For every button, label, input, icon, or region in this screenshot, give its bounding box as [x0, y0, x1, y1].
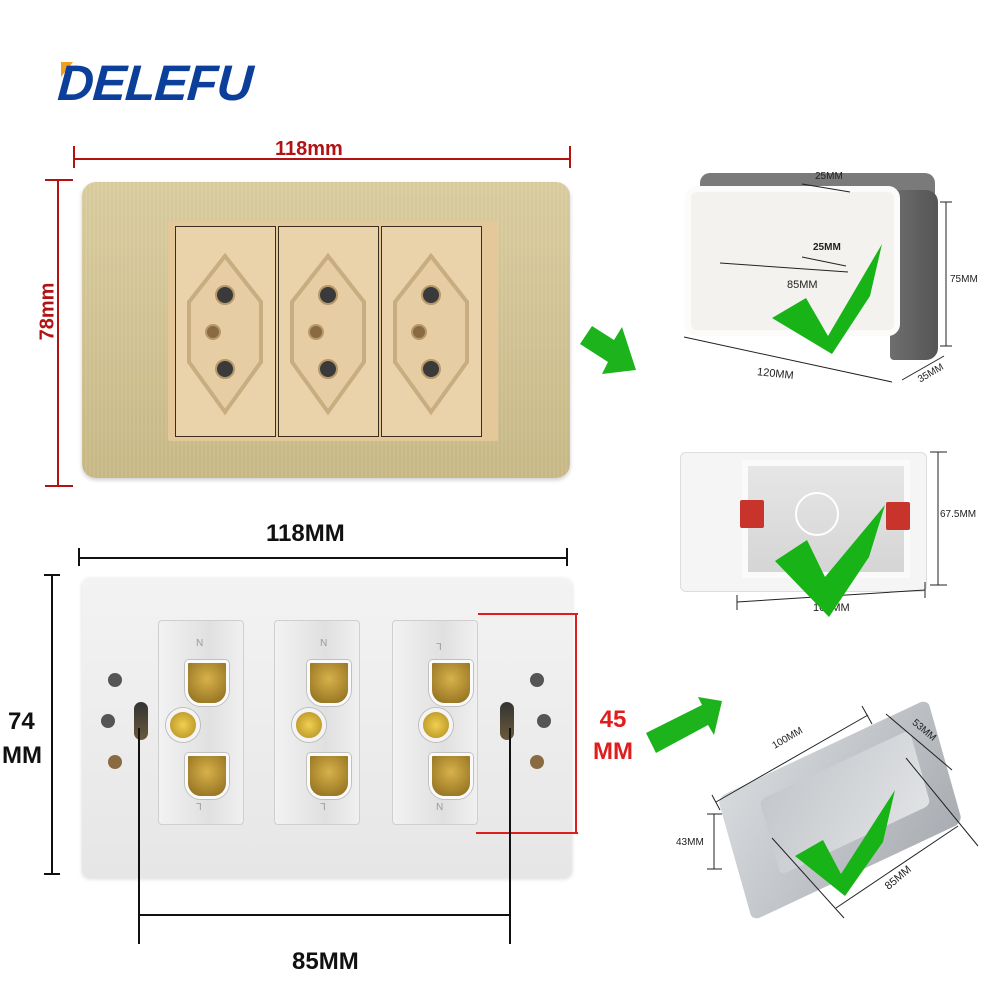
box1-height-label: 75MM: [950, 274, 978, 285]
box2-height-label: 67.5MM: [940, 509, 977, 520]
module-height-tick-bottom: [476, 832, 578, 834]
back-height-tick-bottom: [44, 873, 60, 875]
front-height-label: 78mm: [36, 282, 59, 341]
logo-accent-icon: [61, 62, 73, 77]
green-checkmark-icon: [795, 790, 895, 896]
box2-red-clip-right: [886, 502, 910, 530]
front-height-tick-bottom: [45, 485, 73, 487]
brass-terminal: [429, 660, 473, 706]
terminal-1-top-letter: N: [196, 636, 204, 647]
metal-box-dimensions: [707, 705, 979, 919]
ground-screw: [292, 708, 326, 742]
terminal-3-top-letter: L: [436, 640, 442, 651]
wall-box-1-dimensions: [683, 183, 952, 383]
front-height-tick-top: [45, 179, 73, 181]
box1-screw-distance-label: 85MM: [787, 279, 818, 291]
module-height-dimension-line: [575, 613, 577, 834]
brass-terminal: [429, 753, 473, 799]
green-checkmark-icon: [772, 244, 882, 354]
back-height-label-line1: 74: [8, 708, 35, 735]
ground-screw: [419, 708, 453, 742]
terminal-2-top-letter: N: [320, 636, 328, 647]
mounting-slot-right: [500, 702, 514, 740]
terminal-2-bottom-letter: L: [320, 800, 326, 811]
outlet-face-2: [290, 252, 366, 416]
module-height-label-line2: MM: [593, 738, 633, 765]
back-height-label-line2: MM: [2, 742, 42, 769]
mounting-line-right: [509, 728, 511, 944]
box1-knockout-label: 25MM: [813, 242, 841, 253]
back-width-dimension-line: [78, 557, 568, 559]
module-height-label-line1: 45: [599, 706, 627, 733]
plate-hole: [530, 673, 544, 687]
plate-hole: [108, 755, 122, 769]
green-checkmark-icon: [775, 505, 885, 617]
mounting-distance-label: 85MM: [292, 948, 359, 975]
back-width-label: 118MM: [266, 520, 345, 547]
front-width-tick-left: [73, 146, 75, 168]
front-width-label: 118mm: [275, 138, 343, 160]
outlet-face-1: [187, 252, 263, 416]
back-width-tick-right: [566, 548, 568, 566]
front-height-dimension-line: [57, 180, 59, 486]
ground-screw: [166, 708, 200, 742]
box3-height-label: 43MM: [676, 837, 704, 848]
box1-top-opening-label: 25MM: [815, 171, 843, 182]
brass-terminal: [307, 753, 351, 799]
brass-terminal: [185, 753, 229, 799]
front-width-dimension-line: [73, 158, 571, 160]
brass-terminal: [307, 660, 351, 706]
mounting-line-left: [138, 728, 140, 944]
front-width-tick-right: [569, 146, 571, 168]
plate-hole: [530, 755, 544, 769]
mounting-slot-left: [134, 702, 148, 740]
brand-logo: DELEFU: [56, 55, 254, 111]
box2-knockout-circle: [795, 492, 839, 536]
plate-hole: [537, 714, 551, 728]
terminal-3-bottom-letter: N: [436, 800, 444, 811]
terminal-1-bottom-letter: L: [196, 800, 202, 811]
back-height-dimension-line: [51, 574, 53, 874]
outlet-faces: [187, 252, 469, 416]
module-height-tick-top: [478, 613, 578, 615]
back-height-tick-top: [44, 574, 60, 576]
brass-terminal: [185, 660, 229, 706]
outlet-face-3: [393, 252, 469, 416]
green-arrow-icon: [646, 697, 722, 753]
back-width-tick-left: [78, 548, 80, 566]
plate-hole: [108, 673, 122, 687]
mounting-distance-line: [138, 914, 510, 916]
green-arrow-icon: [580, 326, 636, 374]
plate-hole: [101, 714, 115, 728]
box2-red-clip-left: [740, 500, 764, 528]
